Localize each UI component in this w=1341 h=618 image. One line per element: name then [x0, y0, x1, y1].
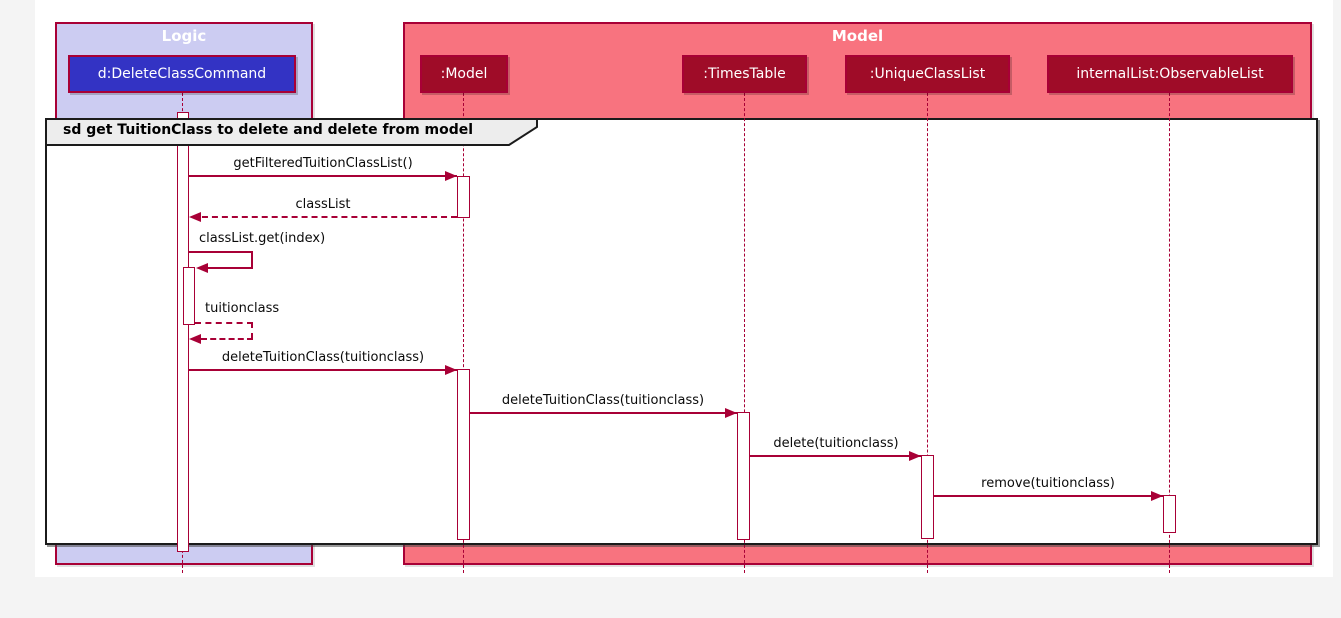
arrowhead-right-icon — [725, 408, 737, 418]
lifeline-times-table — [744, 93, 745, 573]
message-label: remove(tuitionclass) — [981, 476, 1115, 491]
participant-internal-list: internalList:ObservableList — [1047, 55, 1293, 93]
self-return-line-side — [251, 322, 253, 339]
message-label: getFilteredTuitionClassList() — [233, 156, 413, 171]
arrowhead-right-icon — [445, 365, 457, 375]
participant-unique-class-list: :UniqueClassList — [845, 55, 1010, 93]
activation-delete-class-command — [177, 112, 189, 552]
arrowhead-left-icon — [196, 263, 208, 273]
sd-frame-label-shape — [45, 118, 538, 146]
activation-internal-list — [1163, 495, 1176, 533]
lifeline-internal-list — [1169, 93, 1170, 573]
logic-box-title: Logic — [161, 27, 207, 45]
lifeline-unique-class-list — [927, 93, 928, 573]
arrowhead-left-icon — [189, 334, 201, 344]
message-label: classList — [295, 197, 351, 212]
message-label: tuitionclass — [205, 301, 280, 316]
activation-unique-class-list — [921, 455, 934, 539]
lifeline-model — [463, 93, 464, 573]
activation-delete-class-command-nested — [183, 267, 195, 325]
self-return-line-bottom — [201, 338, 253, 340]
self-call-line-top — [189, 251, 253, 253]
message-arrow-line — [189, 369, 457, 371]
sd-frame — [45, 118, 1318, 545]
self-call-line-bottom — [207, 267, 253, 269]
message-return-line — [192, 216, 457, 218]
participant-model: :Model — [420, 55, 508, 93]
activation-times-table — [737, 412, 750, 540]
activation-model-2 — [457, 369, 470, 540]
self-return-line-top — [195, 322, 253, 324]
participant-delete-class-command: d:DeleteClassCommand — [68, 55, 296, 93]
arrowhead-right-icon — [445, 171, 457, 181]
sd-frame-label: sd get TuitionClass to delete and delete… — [63, 122, 474, 138]
self-call-line-side — [251, 251, 253, 268]
message-label: deleteTuitionClass(tuitionclass) — [501, 393, 705, 408]
message-arrow-line — [189, 175, 457, 177]
message-label: classList.get(index) — [199, 231, 326, 246]
arrowhead-right-icon — [909, 451, 921, 461]
arrowhead-left-icon — [189, 212, 201, 222]
arrowhead-right-icon — [1151, 491, 1163, 501]
message-label: deleteTuitionClass(tuitionclass) — [221, 350, 425, 365]
activation-model-1 — [457, 176, 470, 218]
message-arrow-line — [934, 495, 1163, 497]
message-arrow-line — [750, 455, 921, 457]
model-box-title: Model — [831, 27, 884, 45]
message-arrow-line — [470, 412, 737, 414]
message-label: delete(tuitionclass) — [773, 436, 899, 451]
participant-times-table: :TimesTable — [682, 55, 807, 93]
